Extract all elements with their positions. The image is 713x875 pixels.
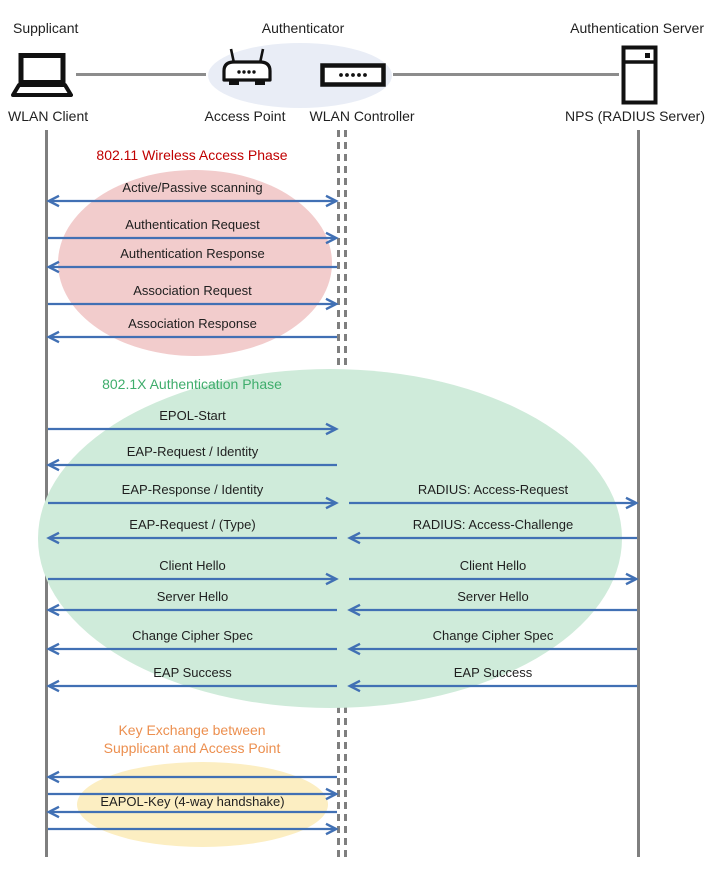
laptop-icon — [11, 52, 73, 98]
message-label-left-15: EAPOL-Key (4-way handshake) — [100, 794, 285, 809]
message-label-left-9: Client Hello — [159, 558, 226, 573]
message-label-right-9: Client Hello — [459, 558, 527, 573]
role-label-authenticator: Authenticator — [261, 20, 345, 36]
server-icon — [621, 45, 658, 105]
wlan-controller-icon — [320, 63, 386, 87]
role-label-supplicant: Supplicant — [13, 20, 79, 36]
message-label-right-11: Change Cipher Spec — [432, 628, 554, 643]
phase-title-key-exchange-line2: Supplicant and Access Point — [103, 740, 281, 756]
message-label-right-7: RADIUS: Access-Request — [417, 482, 569, 497]
lifeline-nps-server — [637, 130, 640, 857]
node-label-wlan-controller: WLAN Controller — [309, 108, 415, 124]
message-label-left-2: Authentication Response — [120, 246, 265, 261]
message-label-left-1: Authentication Request — [125, 217, 260, 232]
access-point-icon — [216, 47, 278, 91]
node-label-access-point: Access Point — [204, 108, 286, 124]
message-label-left-5: EPOL-Start — [159, 408, 226, 423]
node-label-wlan-client: WLAN Client — [8, 108, 89, 124]
connector-line-client-ap — [76, 73, 206, 76]
message-label-right-10: Server Hello — [457, 589, 529, 604]
phase-title-8021x-authentication: 802.1X Authentication Phase — [102, 376, 282, 392]
phase-title-key-exchange: Key Exchange between Supplicant and Acce… — [104, 721, 281, 757]
message-label-left-11: Change Cipher Spec — [132, 628, 253, 643]
phase-title-key-exchange-line1: Key Exchange between — [118, 722, 266, 738]
message-label-left-3: Association Request — [133, 283, 252, 298]
message-label-left-10: Server Hello — [156, 589, 229, 604]
message-label-left-6: EAP-Request / Identity — [126, 444, 259, 459]
message-label-right-8: RADIUS: Access-Challenge — [412, 517, 574, 532]
message-label-left-12: EAP Success — [153, 665, 232, 680]
node-label-nps-radius-server: NPS (RADIUS Server) — [564, 108, 705, 124]
phase-title-80211-wireless-access: 802.11 Wireless Access Phase — [96, 147, 288, 163]
message-label-right-12: EAP Success — [453, 665, 533, 680]
message-label-left-7: EAP-Response / Identity — [121, 482, 264, 497]
phase-ellipse-8021x — [38, 369, 622, 708]
connector-line-controller-server — [393, 73, 619, 76]
lifeline-wlan-client — [45, 130, 48, 857]
message-label-left-8: EAP-Request / (Type) — [129, 517, 256, 532]
message-label-left-4: Association Response — [128, 316, 257, 331]
message-label-left-0: Active/Passive scanning — [122, 180, 263, 195]
role-label-authentication-server: Authentication Server — [570, 20, 704, 36]
